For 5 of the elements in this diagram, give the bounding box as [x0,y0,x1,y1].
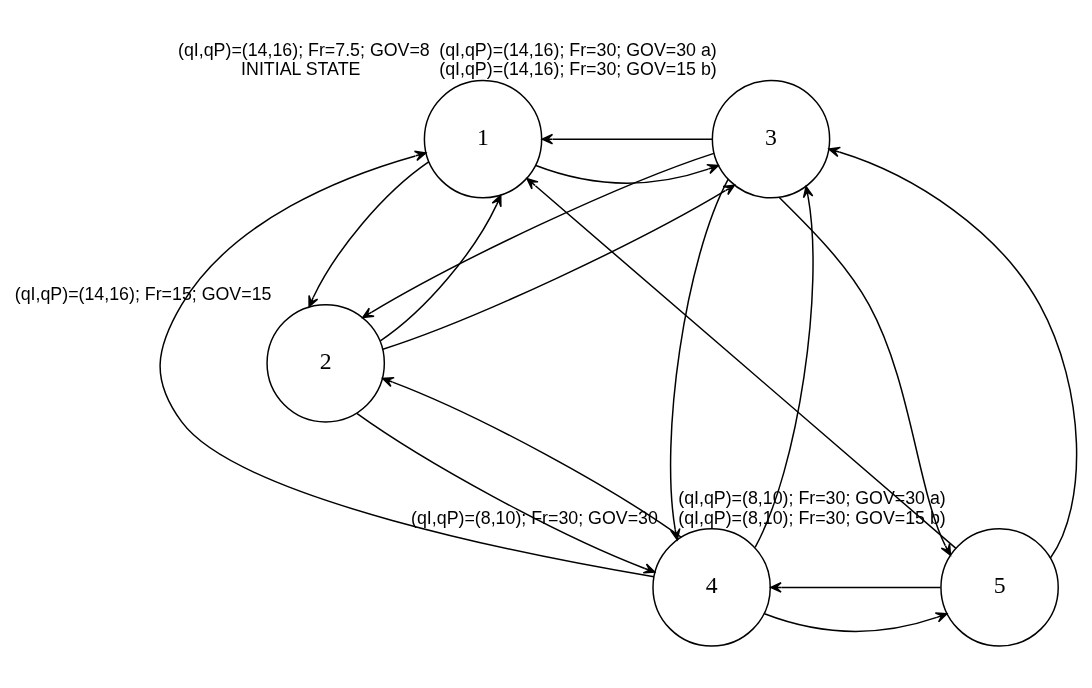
node-label: (qI,qP)=(8,10); Fr=30; GOV=30 [411,507,658,528]
node-label: (qI,qP)=(14,16); Fr=30; GOV=15 b) [439,59,717,80]
node-label: INITIAL STATE [241,59,361,80]
node-label: (qI,qP)=(14,16); Fr=7.5; GOV=8 [178,40,430,61]
node-label: (qI,qP)=(14,16); Fr=30; GOV=30 a) [439,40,717,61]
